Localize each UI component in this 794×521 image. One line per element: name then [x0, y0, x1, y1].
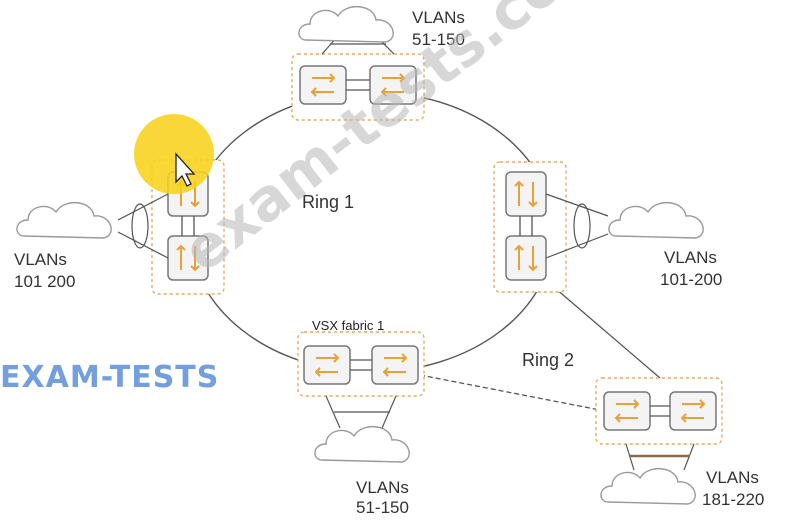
brand-watermark: EXAM-TESTS	[0, 360, 220, 395]
vlans-bottom-right-range: 181-220	[702, 490, 765, 509]
cloud-icon	[600, 467, 696, 505]
fabric-label: VSX fabric 1	[312, 318, 385, 333]
vlans-right-range: 101-200	[660, 270, 723, 289]
switch-pair-top	[291, 53, 425, 121]
link-bottom-cloud	[325, 395, 397, 429]
switch-icon	[505, 235, 547, 281]
vlans-right-title: VLANs	[664, 248, 717, 267]
vlans-top-title: VLANs	[412, 8, 465, 27]
link-right-cloud	[545, 193, 609, 259]
vlans-bottom-range: 51-150	[356, 498, 409, 517]
ring-2-label: Ring 2	[522, 350, 575, 370]
vlans-bottom-title: VLANs	[356, 478, 409, 497]
cloud-icon	[298, 5, 394, 43]
switch-icon	[303, 345, 351, 385]
cloud-icon	[608, 201, 704, 239]
cloud-icon	[314, 425, 410, 463]
switch-pair-bottom	[297, 331, 425, 397]
switch-icon	[371, 345, 419, 385]
link-left-cloud	[117, 193, 169, 259]
vlans-left-range: 101 200	[14, 272, 76, 291]
vlans-left-title: VLANs	[14, 250, 67, 269]
switch-pair-right	[493, 161, 567, 293]
link-bottom-right-cloud	[625, 443, 695, 471]
ring-2-path	[419, 281, 661, 411]
mouse-pointer-icon	[175, 152, 196, 187]
switch-icon	[669, 391, 717, 431]
cursor-highlight	[134, 114, 214, 194]
ring-1-label: Ring 1	[302, 192, 355, 212]
switch-pair-bottom-right	[595, 377, 723, 445]
vlans-bottom-right-title: VLANs	[706, 468, 759, 487]
switch-icon	[603, 391, 651, 431]
cloud-icon	[16, 201, 112, 239]
switch-icon	[505, 171, 547, 217]
vlans-top-range: 51-150	[412, 30, 465, 49]
